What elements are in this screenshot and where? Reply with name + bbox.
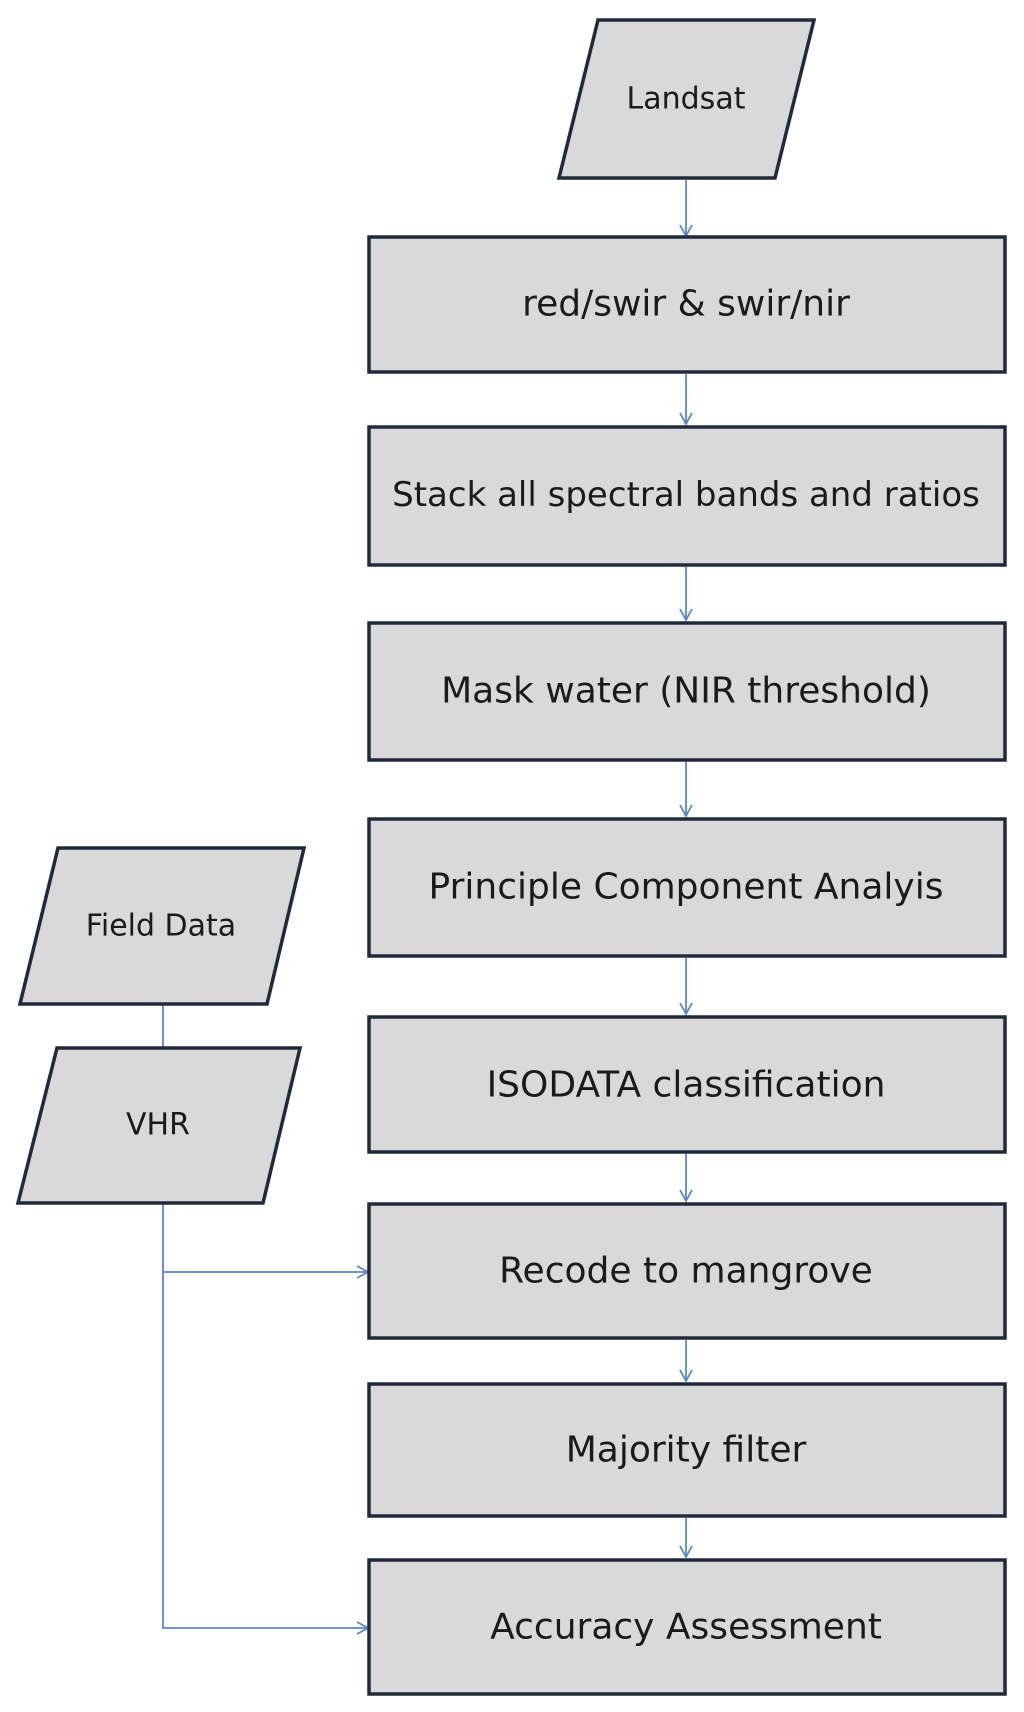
input-group: Landsat Field Data VHR: [15, 18, 817, 1205]
process-step-label: Mask water (NIR threshold): [441, 671, 931, 712]
input-label-landsat: Landsat: [627, 82, 746, 117]
process-box: [367, 1558, 1007, 1696]
process-box: [367, 425, 1007, 567]
process-box: [367, 1202, 1007, 1340]
parallelogram-vhr: [15, 1046, 303, 1205]
process-box: [367, 1382, 1007, 1518]
process-box: [367, 1015, 1007, 1154]
process-step: Recode to mangrove: [367, 1202, 1007, 1340]
input-vhr: VHR: [15, 1046, 303, 1205]
process-step-label: Accuracy Assessment: [490, 1607, 882, 1648]
process-step: red/swir & swir/nir: [367, 235, 1007, 374]
process-step-label: Principle Component Analyis: [429, 867, 944, 908]
parallelogram-field-data: [17, 846, 307, 1006]
connector-group: [162, 180, 693, 1635]
input-label-vhr: VHR: [126, 1108, 190, 1143]
process-step: Majority filter: [367, 1382, 1007, 1518]
input-landsat: Landsat: [556, 18, 817, 180]
parallelogram-landsat: [556, 18, 817, 180]
process-step: Principle Component Analyis: [367, 817, 1007, 958]
process-step-label: Recode to mangrove: [499, 1251, 873, 1292]
process-box: [367, 817, 1007, 958]
process-step-label: Majority filter: [566, 1430, 807, 1471]
process-step: Accuracy Assessment: [367, 1558, 1007, 1696]
process-step-label: red/swir & swir/nir: [522, 284, 850, 325]
connector-vhr-trunk: [162, 1204, 370, 1635]
process-step: Stack all spectral bands and ratios: [367, 425, 1007, 567]
input-label-field-data: Field Data: [86, 909, 236, 944]
process-step: Mask water (NIR threshold): [367, 621, 1007, 762]
process-box: [367, 235, 1007, 374]
process-step: ISODATA classification: [367, 1015, 1007, 1154]
process-step-group: red/swir & swir/nir Stack all spectral b…: [367, 235, 1007, 1696]
process-step-label: ISODATA classification: [487, 1065, 886, 1106]
process-box: [367, 621, 1007, 762]
process-step-label: Stack all spectral bands and ratios: [392, 475, 980, 515]
input-field-data: Field Data: [17, 846, 307, 1006]
